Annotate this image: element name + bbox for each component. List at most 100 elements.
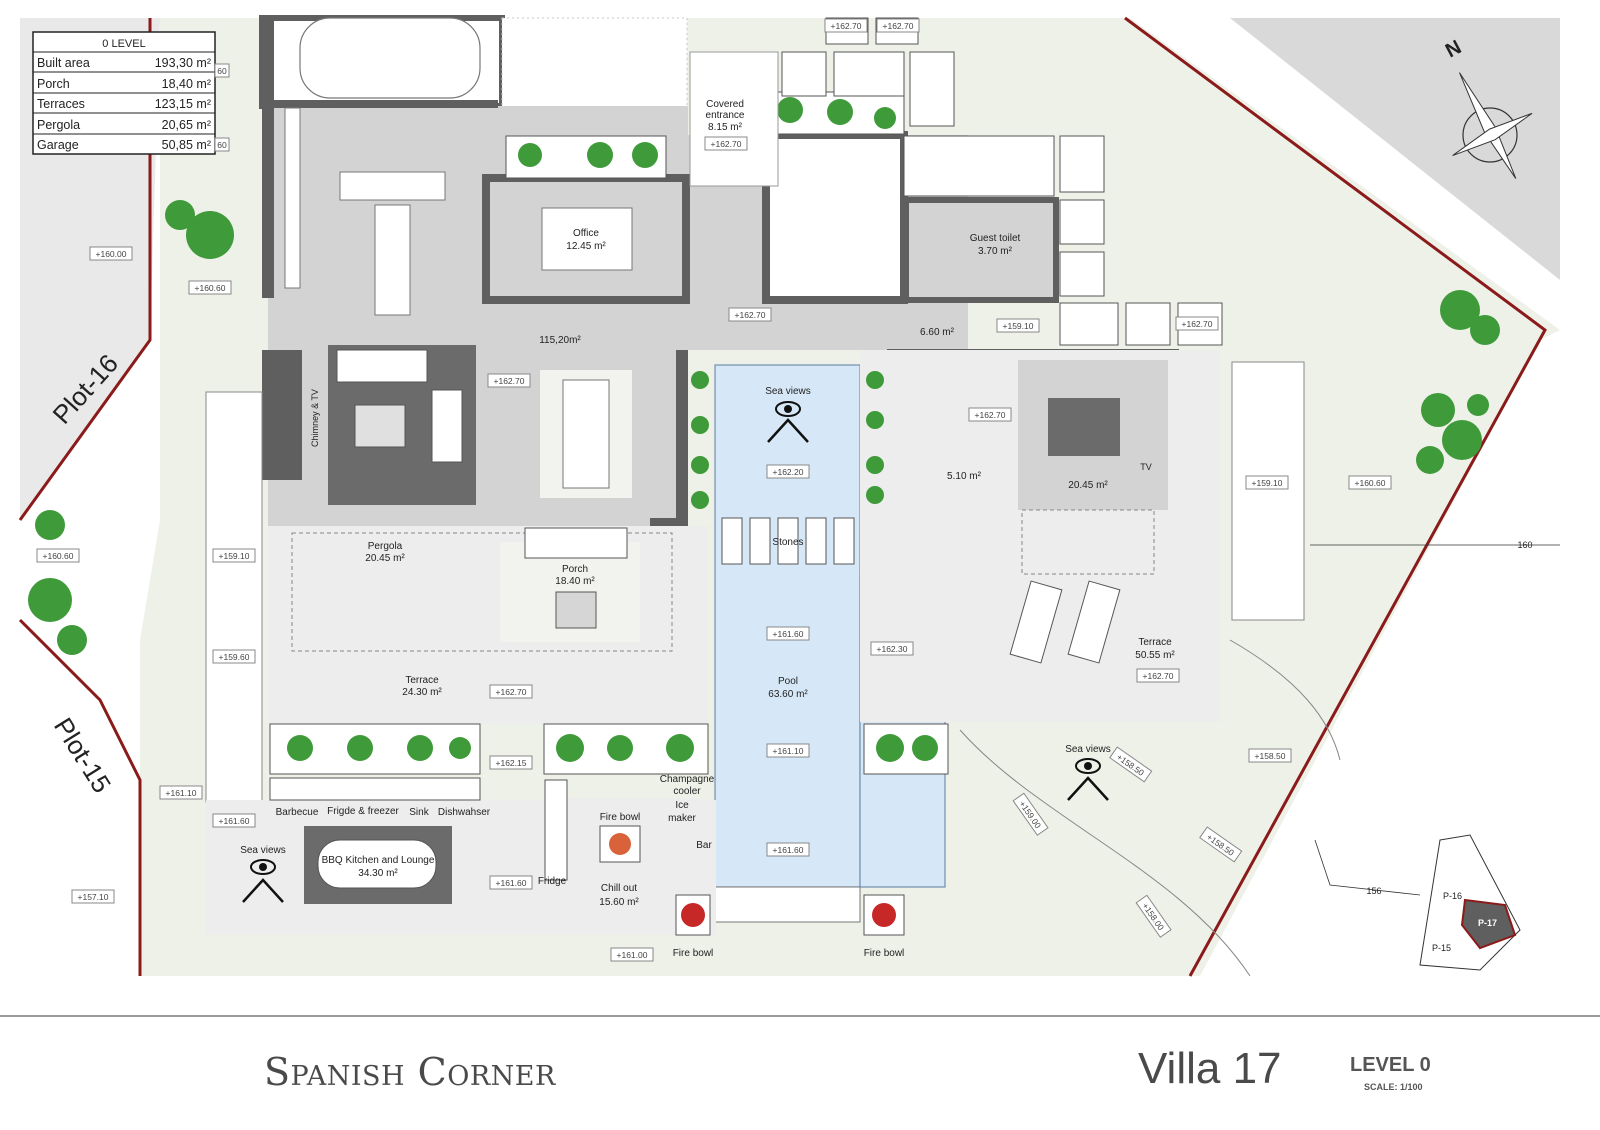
bbq-table — [317, 839, 437, 889]
east-boundary — [1124, 16, 1547, 977]
elevation-tag: +162.70 — [735, 310, 766, 320]
covered-entrance-label-2: entrance — [706, 110, 745, 121]
pool — [714, 364, 861, 888]
elevation-tag: +158.50 — [1255, 751, 1286, 761]
fridge-label: Fridge — [538, 876, 567, 887]
stepping-stone — [721, 517, 743, 565]
pergola-label: Pergola — [368, 541, 403, 552]
area-row-value: 193,30 m² — [155, 56, 211, 70]
pergola — [291, 532, 673, 652]
office-label: Office — [573, 228, 599, 239]
guest-toilet-label: Guest toilet — [970, 233, 1021, 244]
terrace-right-label: Terrace — [1138, 637, 1172, 648]
cooler-label: cooler — [673, 786, 701, 797]
elevation-tag: +162.70 — [975, 410, 1006, 420]
elevation-tag: 60 — [217, 66, 227, 76]
fridge-freezer-label: Frigde & freezer — [327, 806, 399, 817]
pool-area: 63.60 m² — [768, 689, 808, 700]
contour-line — [1314, 839, 1421, 896]
elevation-tag: +159.60 — [219, 652, 250, 662]
terrace-left-area: 24.30 m² — [402, 687, 442, 698]
chillout-area: 15.60 m² — [599, 897, 639, 908]
pergola-right — [1021, 509, 1155, 575]
elevation-tag: +160.00 — [96, 249, 127, 259]
bbq-label: BBQ Kitchen and Lounge — [322, 855, 435, 866]
pool-label: Pool — [778, 676, 798, 687]
office-desk — [541, 207, 633, 271]
bbq-counter — [269, 777, 481, 801]
chillout-sofa — [544, 779, 568, 881]
fire-bowl-center-flame — [609, 833, 631, 855]
north-wall — [268, 100, 498, 108]
elevation-tag: +162.70 — [831, 21, 862, 31]
plot-boundary-lower — [18, 618, 142, 976]
stones-label: Stones — [772, 537, 803, 548]
elevation-tag: +161.10 — [773, 746, 804, 756]
contour-line — [959, 729, 1251, 977]
road-area — [1230, 18, 1560, 280]
sofa — [336, 349, 428, 383]
paver — [909, 51, 955, 127]
pergola-area: 20.45 m² — [365, 553, 405, 564]
sink-label: Sink — [409, 807, 429, 818]
planter — [269, 723, 481, 775]
compass: N — [1442, 36, 1533, 179]
kitchen-island — [339, 171, 446, 201]
area-row-value: 50,85 m² — [162, 138, 211, 152]
elevation-tag: +162.70 — [494, 376, 525, 386]
dining-bar — [374, 204, 411, 316]
bed — [1048, 398, 1120, 456]
fire-bowl-left-label: Fire bowl — [673, 948, 714, 959]
sea-views-right: Sea views — [1065, 744, 1111, 755]
elevation-tag: +162.70 — [1182, 319, 1213, 329]
elevation-tag: +161.60 — [219, 816, 250, 826]
key-map: P-16 P-17 P-15 — [1419, 834, 1521, 971]
paver — [1059, 251, 1105, 297]
eye-icon — [767, 401, 809, 443]
sea-views-pool: Sea views — [765, 386, 811, 397]
guest-toilet-wall — [903, 197, 1059, 303]
lounger-right-2 — [1067, 580, 1121, 664]
keymap-p15: P-15 — [1432, 943, 1451, 953]
area-row-value: 20,65 m² — [162, 118, 211, 132]
dining-table — [562, 379, 610, 489]
area-row-label: Terraces — [37, 97, 85, 111]
area-row-value: 18,40 m² — [162, 77, 211, 91]
left-path — [205, 391, 263, 803]
bedroom-area: 20.45 m² — [1068, 480, 1108, 491]
pool-side-wall — [676, 350, 688, 535]
dishwasher-label: Dishwahser — [438, 807, 491, 818]
pool-deck-edge — [714, 886, 861, 923]
paver — [1059, 302, 1119, 346]
stairs-wall — [762, 131, 908, 304]
paver — [833, 51, 905, 97]
scale-label: SCALE: 1/100 — [1364, 1082, 1423, 1092]
covered-entrance-area: 8.15 m² — [708, 122, 743, 133]
area-row-value: 123,15 m² — [155, 97, 211, 111]
coffee-table — [354, 404, 406, 448]
paver — [689, 51, 779, 187]
elevation-tag: +162.70 — [711, 139, 742, 149]
chillout-label: Chill out — [601, 883, 637, 894]
area-row-label: Porch — [37, 77, 70, 91]
elevation-tag: +160.60 — [43, 551, 74, 561]
elevation-tag: +160.60 — [195, 283, 226, 293]
footer-divider — [0, 1015, 1600, 1017]
elevation-tag: +159.10 — [1003, 321, 1034, 331]
corridor-interior — [688, 295, 888, 350]
title-block: Spanish Corner Villa 17 LEVEL 0 SCALE: 1… — [0, 1010, 1600, 1130]
living-area: 115,20m² — [539, 335, 581, 346]
contour-line — [1229, 639, 1341, 761]
stepping-stone — [833, 517, 855, 565]
stepping-stone — [749, 517, 771, 565]
villa-title: Villa 17 — [1138, 1044, 1282, 1093]
elevation-tag: +162.70 — [1143, 671, 1174, 681]
west-wall — [262, 18, 274, 298]
porch-sofa — [524, 527, 628, 559]
porch-area: 18.40 m² — [555, 576, 595, 587]
paver — [1059, 135, 1105, 193]
bar-label: Bar — [696, 840, 712, 851]
fire-bowl-right-flame — [872, 903, 896, 927]
car — [299, 17, 481, 99]
bathroom-area: 5.10 m² — [947, 471, 982, 482]
